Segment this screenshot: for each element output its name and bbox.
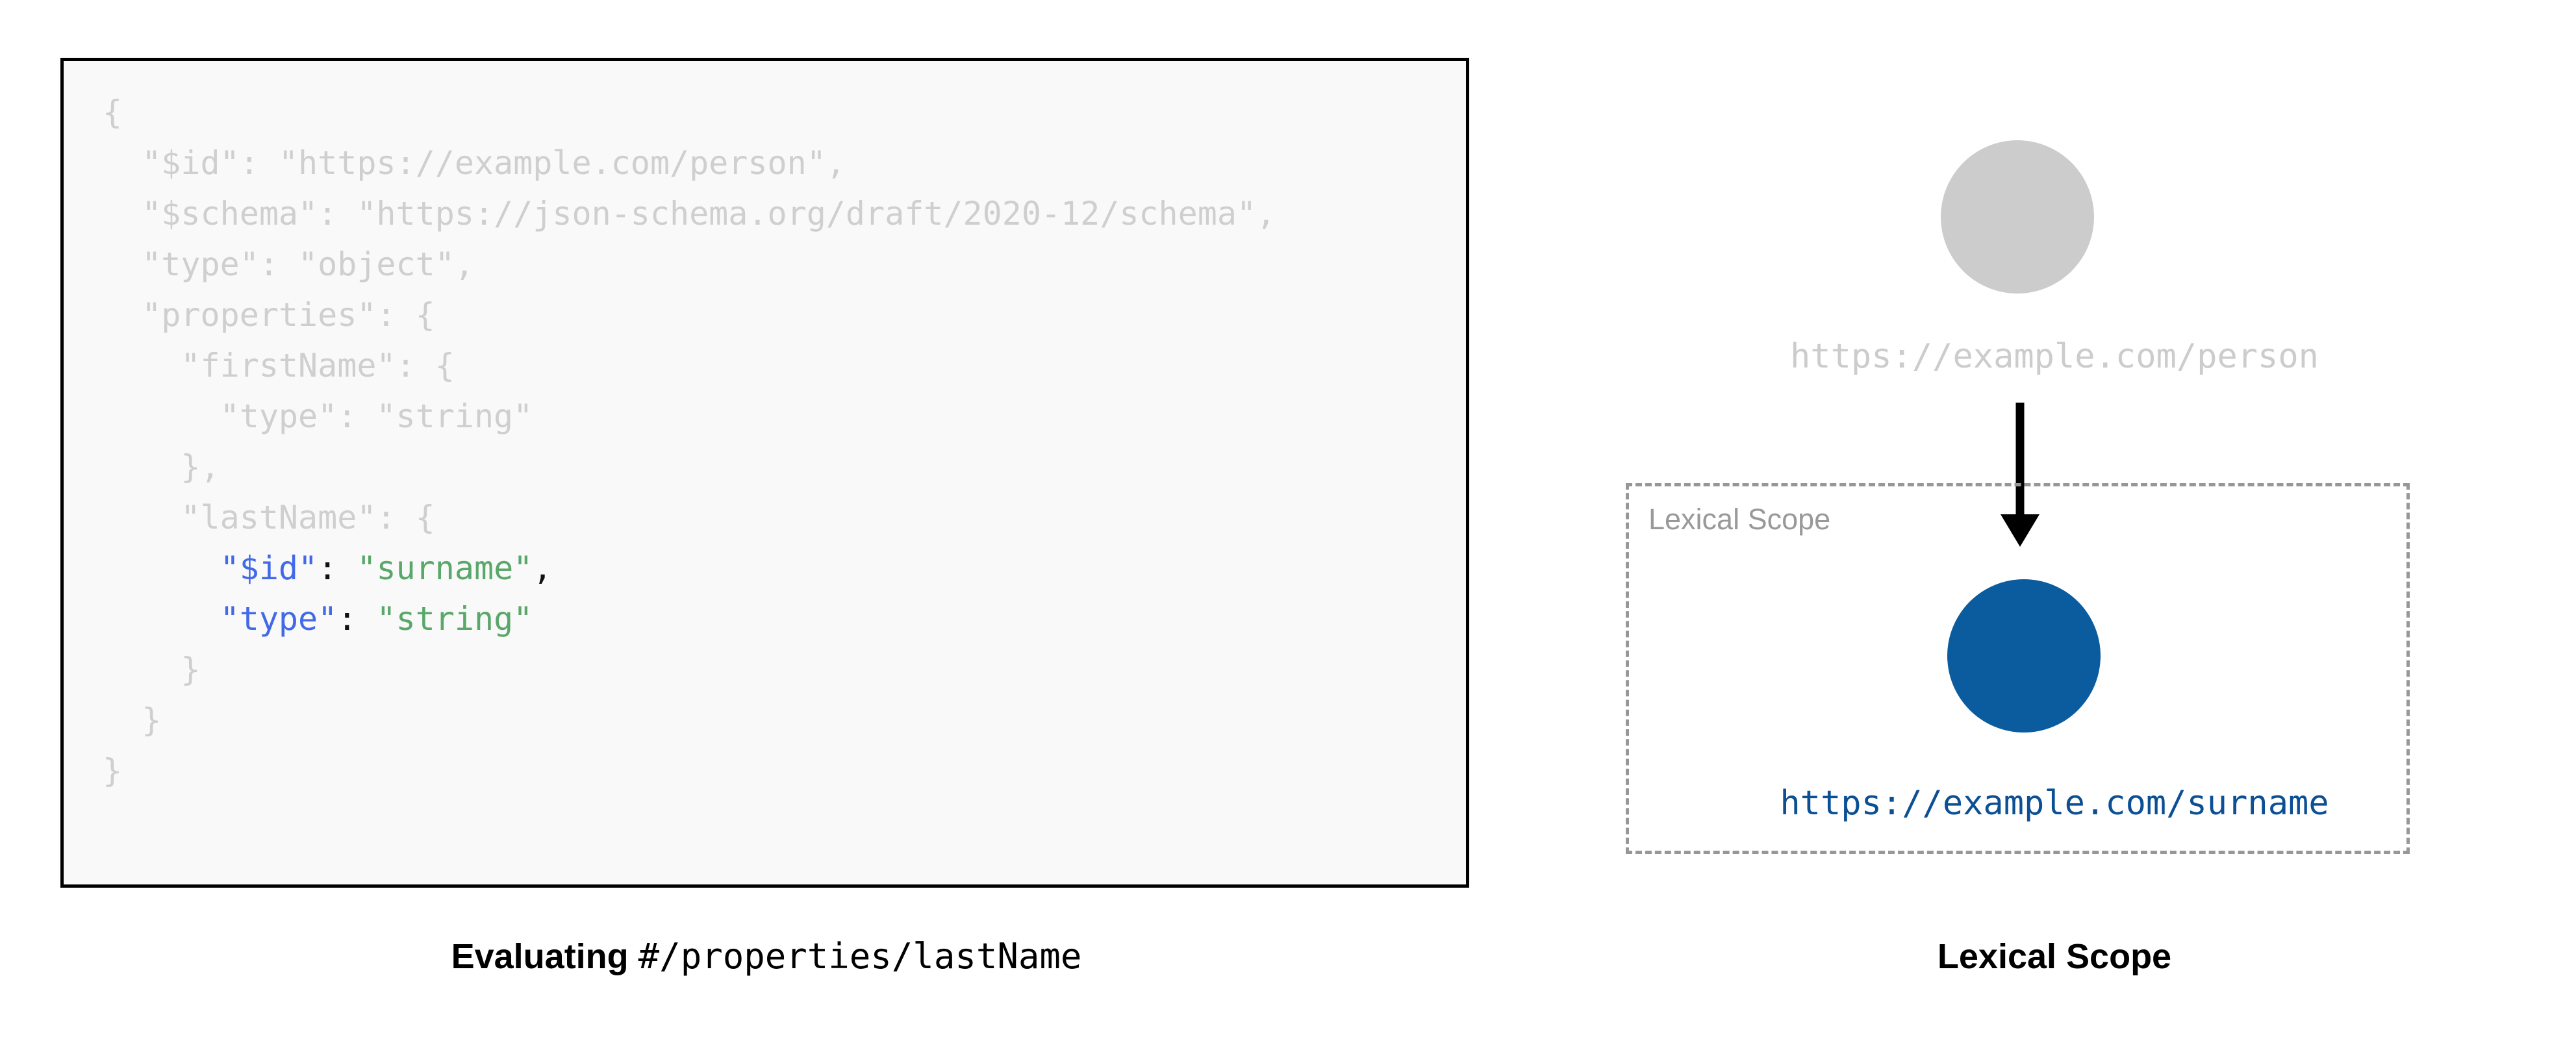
lexical-scope-box-label: Lexical Scope (1648, 503, 1831, 536)
code-token-key: "$id" (220, 549, 318, 587)
code-token-punct: : (318, 549, 357, 587)
code-figure-panel: { "$id": "https://example.com/person", "… (0, 58, 1533, 978)
code-line: "$id": "https://example.com/person", (103, 144, 846, 182)
code-token-str: "string" (376, 600, 533, 638)
code-line: "$id": "surname", (103, 543, 1466, 594)
code-line: }, (103, 448, 220, 486)
code-line: "type": "string" (103, 397, 533, 435)
lexical-scope-boundary-box: Lexical Scope (1626, 483, 2410, 854)
code-token-punct: , (533, 549, 553, 587)
child-node-circle (1947, 579, 2101, 732)
right-figure-caption: Lexical Scope (1937, 937, 2172, 976)
code-line: } (103, 752, 123, 790)
code-token-punct: : (337, 600, 377, 638)
root-node-circle (1941, 140, 2094, 294)
root-node-label: https://example.com/person (1790, 337, 2319, 376)
code-token-key: "type" (220, 600, 338, 638)
caption-mono-pointer: #/properties/lastName (638, 936, 1082, 977)
code-token-str: "surname" (357, 549, 533, 587)
json-schema-code-block: { "$id": "https://example.com/person", "… (60, 58, 1469, 888)
caption-bold-text: Evaluating (451, 937, 629, 976)
code-line: "lastName": { (103, 499, 435, 536)
lexical-scope-diagram-panel: https://example.com/person Lexical Scope… (1533, 0, 2576, 1039)
code-line: "firstName": { (103, 347, 455, 384)
code-line: "$schema": "https://json-schema.org/draf… (103, 195, 1276, 232)
code-line: } (103, 651, 201, 688)
child-node-label: https://example.com/surname (1780, 784, 2329, 823)
code-line: "properties": { (103, 296, 435, 334)
code-lines-container: { "$id": "https://example.com/person", "… (103, 87, 1466, 796)
left-figure-caption: Evaluating #/properties/lastName (0, 935, 1533, 978)
code-line: "type": "object", (103, 245, 474, 283)
code-line: } (103, 701, 162, 739)
code-line: "type": "string" (103, 594, 1466, 644)
code-line: { (103, 94, 123, 131)
